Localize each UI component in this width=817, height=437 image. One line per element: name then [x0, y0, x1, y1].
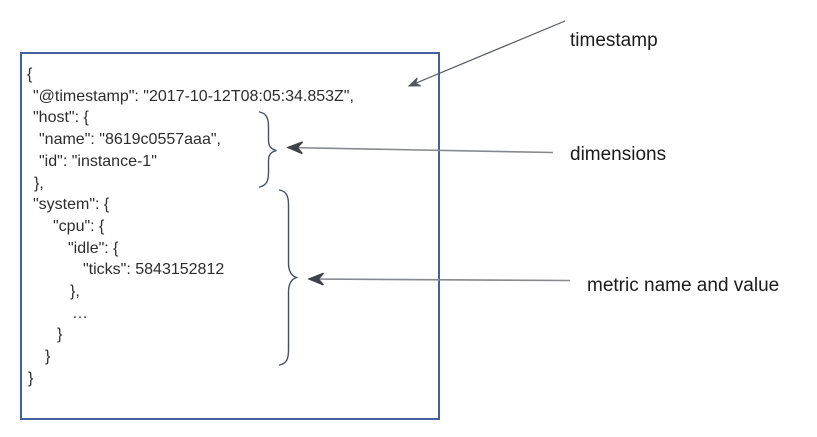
code-line: }, — [34, 174, 44, 192]
code-line: "host": { — [33, 109, 89, 127]
code-line: "idle": { — [68, 239, 119, 257]
code-line: } — [45, 348, 51, 366]
metric-name-and-value-label: metric name and value — [587, 275, 780, 296]
code-line: }, — [70, 283, 80, 301]
code-line: … — [72, 304, 88, 322]
code-line: "@timestamp": "2017-10-12T08:05:34.853Z"… — [33, 87, 354, 105]
code-line: "system": { — [33, 196, 110, 214]
code-line: "ticks": 5843152812 — [83, 261, 225, 279]
code-line: "cpu": { — [53, 217, 105, 235]
json-code-lines: {"@timestamp": "2017-10-12T08:05:34.853Z… — [22, 54, 438, 390]
timestamp-label: timestamp — [570, 30, 658, 51]
dimensions-label: dimensions — [570, 144, 667, 165]
code-line: { — [27, 66, 33, 83]
code-line: } — [28, 369, 34, 387]
code-line: "id": "instance-1" — [39, 152, 157, 170]
json-document-box: {"@timestamp": "2017-10-12T08:05:34.853Z… — [20, 52, 440, 420]
code-line: "name": "8619c0557aaa", — [39, 131, 221, 149]
code-line: } — [57, 326, 63, 344]
